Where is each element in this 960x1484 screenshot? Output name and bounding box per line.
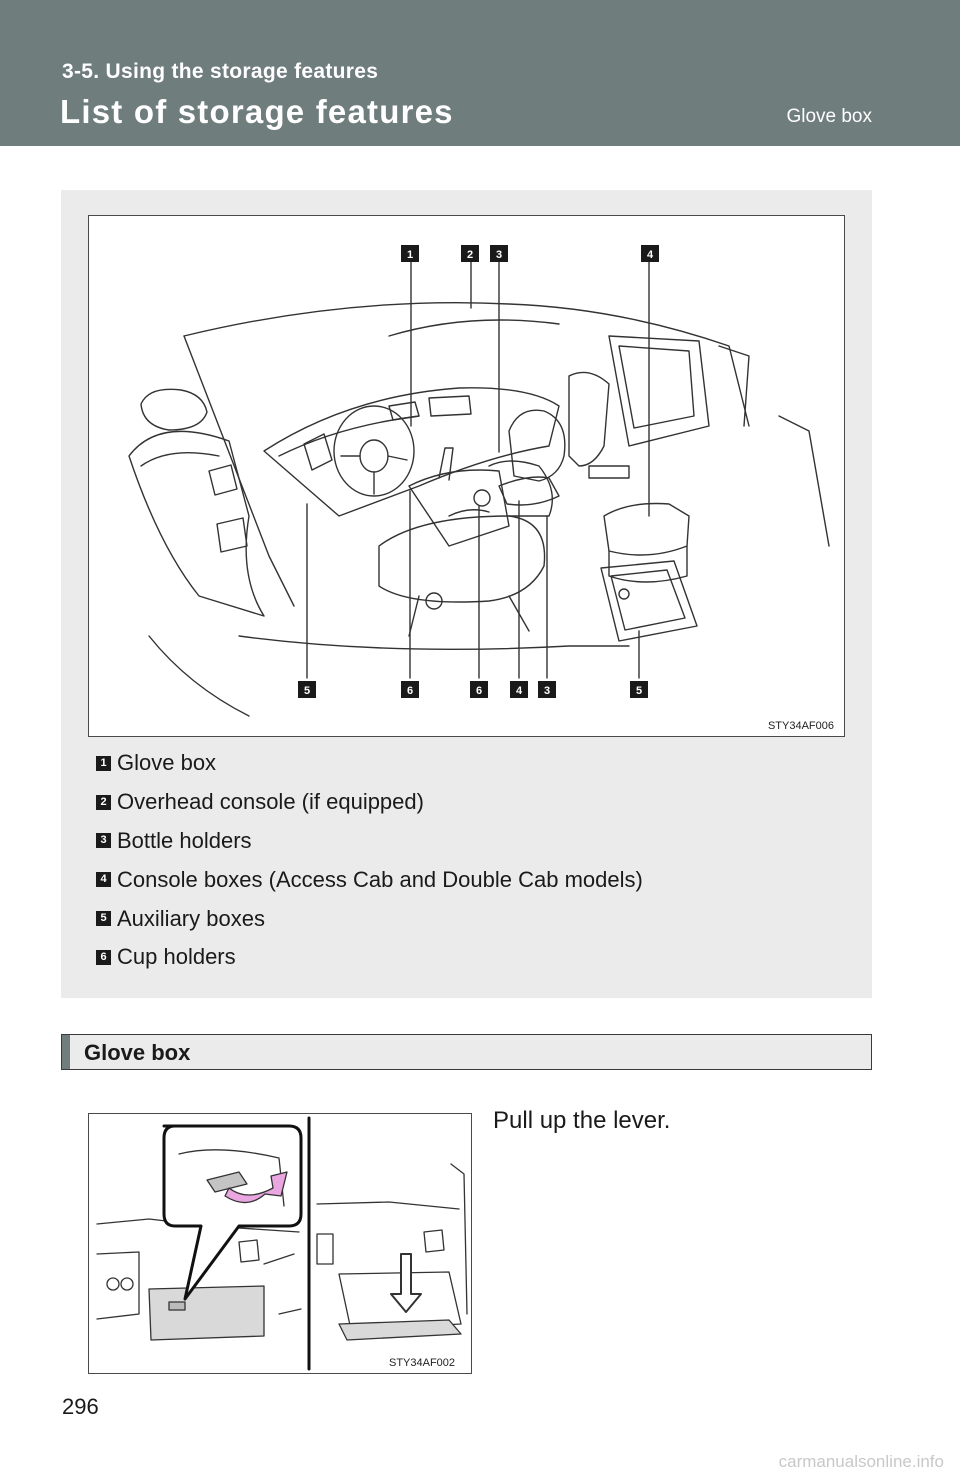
callout-5-bottom-right: 5 — [636, 685, 642, 697]
legend-label: Auxiliary boxes — [117, 905, 265, 931]
legend-item: 6 Cup holders — [96, 938, 643, 977]
legend-badge: 6 — [96, 949, 111, 965]
legend-label: Overhead console (if equipped) — [117, 789, 424, 815]
heading-accent-bar — [62, 1035, 70, 1069]
legend-item: 5 Auxiliary boxes — [96, 899, 643, 938]
legend-badge: 2 — [96, 794, 111, 810]
callout-4-top: 4 — [647, 249, 654, 261]
legend-badge: 5 — [96, 911, 111, 927]
legend-label: Bottle holders — [117, 827, 252, 853]
glove-box-drawing: STY34AF002 — [96, 1116, 468, 1371]
callout-6-bottom-b: 6 — [476, 685, 482, 697]
callout-3-top: 3 — [496, 249, 502, 261]
figure-code: STY34AF006 — [767, 720, 834, 732]
page-number: 296 — [62, 1394, 99, 1419]
page-title: List of storage features — [60, 93, 454, 130]
legend-label: Glove box — [117, 750, 217, 776]
callout-3-bottom: 3 — [544, 685, 550, 697]
legend-badge: 4 — [96, 872, 111, 888]
legend-label: Cup holders — [117, 944, 236, 970]
cabin-illustration: 1 2 3 4 5 6 6 4 3 5 STY34AF006 — [88, 215, 845, 737]
section-number: 3-5. Using the storage features — [62, 60, 379, 83]
glove-box-illustration: STY34AF002 — [88, 1113, 472, 1374]
cabin-drawing: 1 2 3 4 5 6 6 4 3 5 — [128, 245, 830, 717]
legend-item: 4 Console boxes (Access Cab and Double C… — [96, 860, 643, 899]
legend-item: 1 Glove box — [96, 744, 643, 783]
legend-item: 3 Bottle holders — [96, 822, 643, 861]
instruction-text: Pull up the lever. — [493, 1107, 671, 1134]
figure2-code: STY34AF002 — [389, 1357, 455, 1369]
callout-1-top: 1 — [407, 249, 413, 261]
legend-list: 1 Glove box 2 Overhead console (if equip… — [96, 744, 643, 977]
callout-2-top: 2 — [467, 249, 473, 261]
subsection-title: Glove box — [84, 1040, 191, 1065]
legend-label: Console boxes (Access Cab and Double Cab… — [117, 866, 643, 892]
legend-badge: 3 — [96, 833, 111, 849]
legend-badge: 1 — [96, 755, 111, 771]
callout-5-bottom-left: 5 — [304, 685, 310, 697]
subsection-heading: Glove box — [61, 1034, 872, 1070]
callout-4-bottom: 4 — [516, 685, 523, 697]
page-header: 3-5. Using the storage features List of … — [0, 0, 960, 146]
watermark: carmanualsonline.info — [778, 1452, 944, 1471]
header-tab: Glove box — [786, 106, 872, 127]
legend-item: 2 Overhead console (if equipped) — [96, 783, 643, 822]
callout-6-bottom-a: 6 — [407, 685, 413, 697]
